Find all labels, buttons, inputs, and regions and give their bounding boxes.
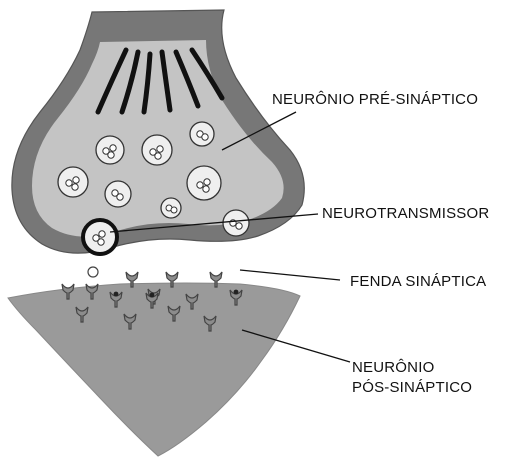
label-postsynaptic-line1: NEURÔNIO bbox=[352, 358, 434, 377]
leader-line-cleft bbox=[240, 270, 340, 280]
postsynaptic-body bbox=[8, 283, 300, 456]
label-postsynaptic-line2: PÓS-SINÁPTICO bbox=[352, 378, 472, 397]
released-neurotransmitter bbox=[88, 267, 98, 277]
label-neurotransmitter: NEUROTRANSMISSOR bbox=[322, 204, 489, 223]
label-presynaptic: NEURÔNIO PRÉ-SINÁPTICO bbox=[272, 90, 478, 109]
label-synaptic-cleft: FENDA SINÁPTICA bbox=[350, 272, 486, 291]
docked-vesicle bbox=[83, 220, 117, 254]
